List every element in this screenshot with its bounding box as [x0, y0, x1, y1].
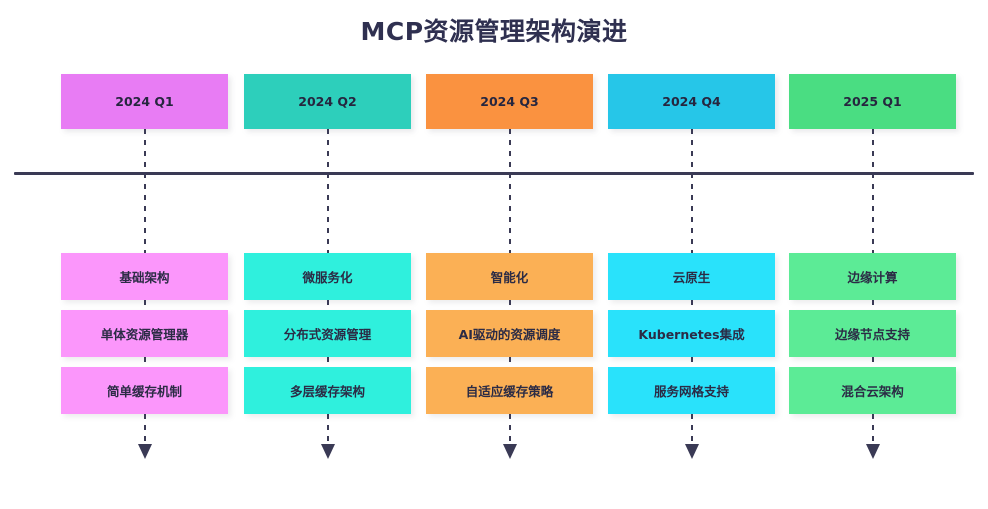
connector-dashed-header [144, 129, 146, 253]
milestone-label: 边缘计算 [847, 270, 898, 285]
timeline-column-2024-q4: 2024 Q4 云原生 Kubernetes集成 服务网格支持 [608, 0, 775, 509]
milestone-box[interactable]: 服务网格支持 [608, 367, 775, 414]
connector-dashed [327, 357, 329, 367]
period-label: 2024 Q4 [662, 94, 721, 109]
connector-dashed-tail [144, 414, 146, 446]
connector-dashed-header [509, 129, 511, 253]
timeline-column-2025-q1: 2025 Q1 边缘计算 边缘节点支持 混合云架构 [789, 0, 956, 509]
milestone-label: 自适应缓存策略 [465, 384, 554, 399]
arrow-down-icon [503, 444, 517, 459]
connector-dashed [509, 300, 511, 310]
connector-dashed [144, 300, 146, 310]
connector-dashed [691, 357, 693, 367]
milestone-box[interactable]: 简单缓存机制 [61, 367, 228, 414]
milestone-box[interactable]: AI驱动的资源调度 [426, 310, 593, 357]
period-header-box[interactable]: 2024 Q4 [608, 74, 775, 129]
period-label: 2024 Q2 [298, 94, 357, 109]
timeline-column-2024-q3: 2024 Q3 智能化 AI驱动的资源调度 自适应缓存策略 [426, 0, 593, 509]
milestone-box[interactable]: 边缘节点支持 [789, 310, 956, 357]
connector-dashed-tail [509, 414, 511, 446]
timeline-column-2024-q1: 2024 Q1 基础架构 单体资源管理器 简单缓存机制 [61, 0, 228, 509]
period-label: 2024 Q3 [480, 94, 539, 109]
connector-dashed-header [327, 129, 329, 253]
connector-dashed [327, 300, 329, 310]
connector-dashed [509, 357, 511, 367]
period-header-box[interactable]: 2024 Q1 [61, 74, 228, 129]
milestone-label: 混合云架构 [841, 384, 904, 399]
arrow-down-icon [138, 444, 152, 459]
milestone-label: 微服务化 [302, 270, 353, 285]
milestone-label: AI驱动的资源调度 [458, 327, 561, 342]
connector-dashed-header [872, 129, 874, 253]
arrow-down-icon [866, 444, 880, 459]
period-label: 2025 Q1 [843, 94, 902, 109]
period-header-box[interactable]: 2025 Q1 [789, 74, 956, 129]
period-header-box[interactable]: 2024 Q2 [244, 74, 411, 129]
arrow-down-icon [685, 444, 699, 459]
milestone-box[interactable]: 智能化 [426, 253, 593, 300]
milestone-box[interactable]: 边缘计算 [789, 253, 956, 300]
connector-dashed [872, 357, 874, 367]
connector-dashed-tail [327, 414, 329, 446]
milestone-box[interactable]: 云原生 [608, 253, 775, 300]
period-label: 2024 Q1 [115, 94, 174, 109]
connector-dashed [144, 357, 146, 367]
milestone-label: 简单缓存机制 [106, 384, 182, 399]
milestone-label: 分布式资源管理 [283, 327, 372, 342]
milestone-box[interactable]: 多层缓存架构 [244, 367, 411, 414]
milestone-label: 边缘节点支持 [834, 327, 910, 342]
milestone-box[interactable]: 基础架构 [61, 253, 228, 300]
connector-dashed [872, 300, 874, 310]
milestone-box[interactable]: 混合云架构 [789, 367, 956, 414]
milestone-label: 智能化 [490, 270, 529, 285]
milestone-label: 服务网格支持 [653, 384, 729, 399]
timeline-axis [14, 172, 974, 175]
period-header-box[interactable]: 2024 Q3 [426, 74, 593, 129]
milestone-box[interactable]: 单体资源管理器 [61, 310, 228, 357]
milestone-box[interactable]: 微服务化 [244, 253, 411, 300]
milestone-box[interactable]: Kubernetes集成 [608, 310, 775, 357]
connector-dashed-header [691, 129, 693, 253]
milestone-label: 云原生 [672, 270, 711, 285]
milestone-label: 多层缓存架构 [289, 384, 365, 399]
page-title: MCP资源管理架构演进 [360, 17, 628, 46]
milestone-label: 单体资源管理器 [100, 327, 189, 342]
milestone-box[interactable]: 自适应缓存策略 [426, 367, 593, 414]
connector-dashed-tail [872, 414, 874, 446]
arrow-down-icon [321, 444, 335, 459]
milestone-label: Kubernetes集成 [638, 327, 745, 342]
timeline-column-2024-q2: 2024 Q2 微服务化 分布式资源管理 多层缓存架构 [244, 0, 411, 509]
milestone-box[interactable]: 分布式资源管理 [244, 310, 411, 357]
connector-dashed [691, 300, 693, 310]
milestone-label: 基础架构 [119, 270, 170, 285]
connector-dashed-tail [691, 414, 693, 446]
